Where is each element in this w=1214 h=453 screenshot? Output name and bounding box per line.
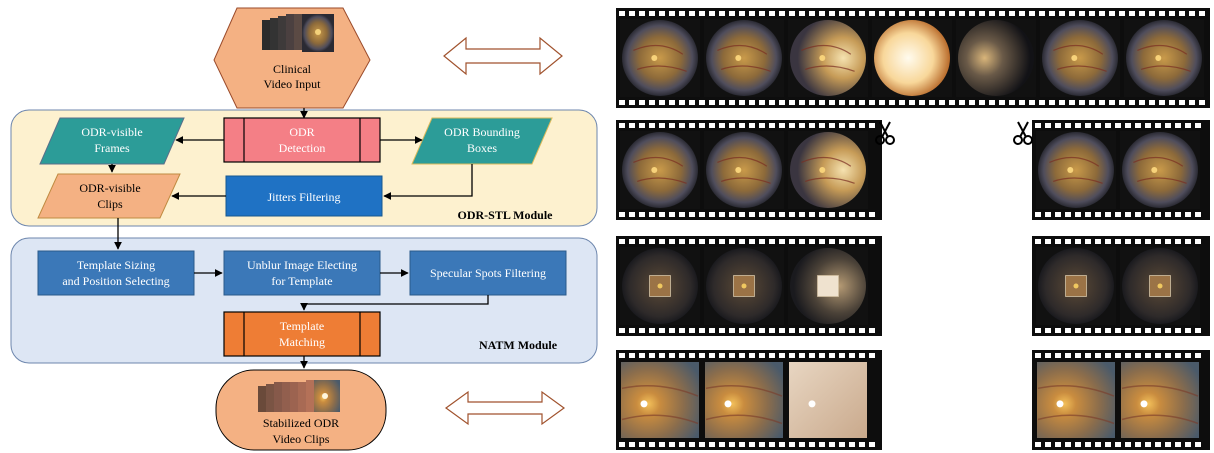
input-label-1: Clinical [273,62,312,76]
film-frame [1036,131,1116,209]
film-frame [788,247,868,325]
film-frame [1040,19,1120,97]
natm-module-label: NATM Module [479,338,558,352]
filmstrip-original [616,8,1210,108]
filmstrip-stabilized-left [616,350,882,450]
film-frame [1120,131,1200,209]
film-frame [788,19,868,97]
odr-bounding-boxes-shape [411,117,553,165]
stabilized-stack-icon [258,380,340,412]
film-frame [705,362,783,438]
odr-detection-label-2: Detection [279,141,326,155]
film-frame [872,19,952,97]
odr-visible-clips-label-1: ODR-visible [79,181,140,195]
filmstrips-panel [616,8,1210,450]
film-frame [704,131,784,209]
film-frame [1036,247,1116,325]
template-matching-label-2: Matching [279,335,325,349]
odr-detection-label-1: ODR [289,125,314,139]
specular-spots-label: Specular Spots Filtering [430,266,546,280]
film-frame [1120,247,1200,325]
arrow-specular-matching [300,295,489,311]
odr-visible-clips-label-2: Clips [97,197,123,211]
filmstrip-templates-right [1032,236,1210,336]
odr-stl-module-label: ODR-STL Module [457,208,553,222]
filmstrip-clips-left [616,120,882,220]
odr-visible-frames-shape [39,117,185,165]
film-frame [620,131,700,209]
film-frame [1124,19,1204,97]
jitters-filtering-box [225,175,383,217]
jitters-filtering-label: Jitters Filtering [268,190,341,204]
template-sizing-box [37,250,195,296]
unblur-image-label-2: for Template [271,274,332,288]
template-matching-label-1: Template [280,319,324,333]
odr-visible-frames-label-1: ODR-visible [81,125,142,139]
odr-detection-box [223,117,381,163]
arrow-boxes-jitters [383,164,473,200]
film-frame [788,131,868,209]
video-stack-icon [262,14,334,52]
odr-visible-frames-label-2: Frames [94,141,130,155]
scissors-icon [875,121,895,145]
filmstrip-templates-left [616,236,882,336]
odr-bounding-boxes-label-2: Boxes [467,141,497,155]
scissors-icon [1013,121,1033,145]
film-frame [1121,362,1199,438]
film-frame [620,247,700,325]
unblur-image-label-1: Unblur Image Electing [247,258,357,272]
film-frame [956,19,1036,97]
output-label-1: Stabilized ODR [263,416,339,430]
film-frame [704,247,784,325]
output-label-2: Video Clips [273,432,330,446]
specular-spots-box [409,250,567,296]
film-frame [704,19,784,97]
film-frame [789,362,867,438]
double-arrow-icon [443,36,563,76]
odr-visible-clips-shape [37,173,181,219]
input-label-2: Video Input [264,77,322,91]
film-frame [1037,362,1115,438]
film-frame [621,362,699,438]
template-sizing-label-2: and Position Selecting [62,274,169,288]
film-frame [620,19,700,97]
double-arrow-icon [444,390,566,426]
filmstrip-clips-right [1032,120,1210,220]
odr-bounding-boxes-label-1: ODR Bounding [444,125,520,139]
template-sizing-label-1: Template Sizing [77,258,155,272]
filmstrip-stabilized-right [1032,350,1210,450]
template-matching-box [223,311,381,357]
